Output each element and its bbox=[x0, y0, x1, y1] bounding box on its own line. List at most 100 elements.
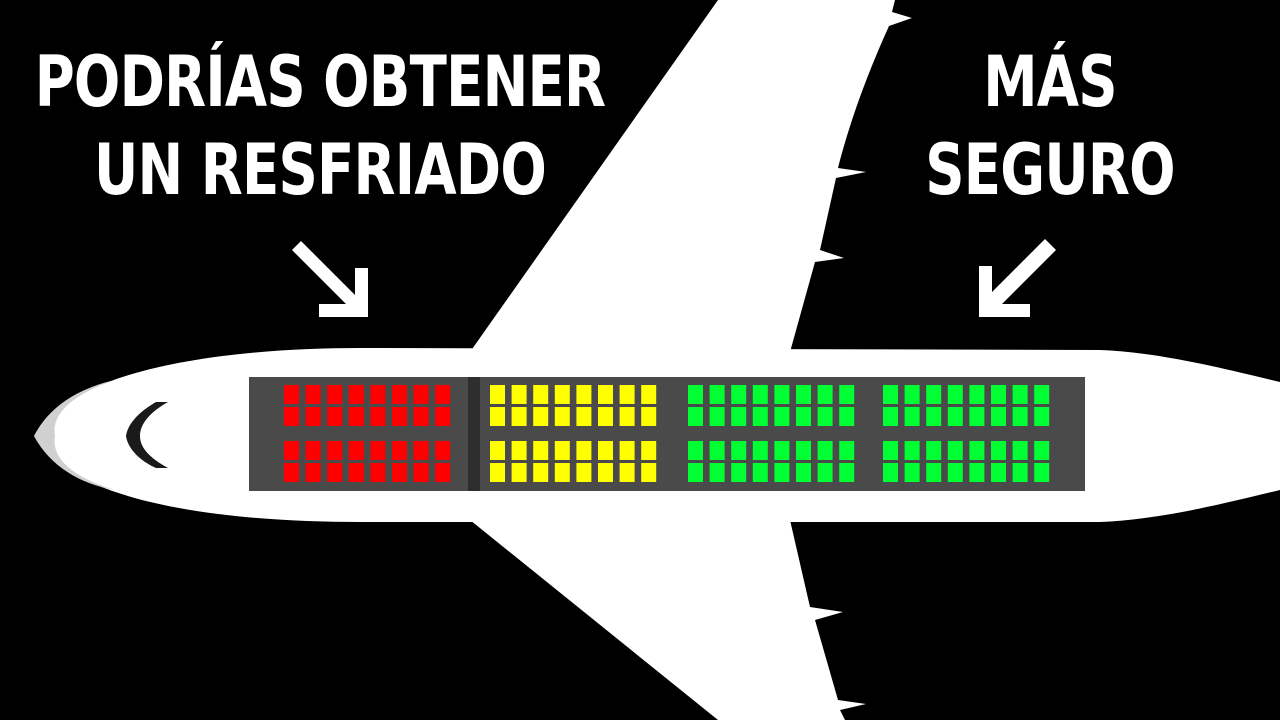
seat bbox=[774, 407, 790, 426]
seat bbox=[991, 385, 1006, 404]
seat bbox=[305, 463, 321, 482]
seat bbox=[641, 407, 657, 426]
seat bbox=[709, 463, 725, 482]
nose-shade bbox=[34, 380, 115, 490]
seat-map bbox=[284, 385, 1050, 482]
seat bbox=[752, 407, 768, 426]
seat bbox=[688, 407, 703, 426]
seat bbox=[392, 407, 407, 426]
seat bbox=[1034, 441, 1050, 460]
seat bbox=[839, 385, 855, 404]
seat bbox=[904, 407, 920, 426]
seat bbox=[796, 385, 811, 404]
seat bbox=[883, 407, 898, 426]
seat bbox=[413, 407, 429, 426]
seat bbox=[817, 385, 833, 404]
seat bbox=[641, 385, 657, 404]
seat bbox=[598, 385, 613, 404]
cockpit-window bbox=[126, 402, 168, 468]
seat-section-rear-1 bbox=[688, 385, 855, 482]
seat bbox=[490, 385, 505, 404]
seat bbox=[1034, 463, 1050, 482]
seat bbox=[348, 407, 364, 426]
seat bbox=[533, 407, 549, 426]
seat bbox=[796, 407, 811, 426]
seat bbox=[370, 463, 386, 482]
seat bbox=[327, 463, 343, 482]
seat bbox=[348, 441, 364, 460]
seat bbox=[904, 441, 920, 460]
seat bbox=[796, 441, 811, 460]
seat bbox=[1012, 407, 1028, 426]
seat bbox=[511, 441, 527, 460]
seat bbox=[969, 385, 985, 404]
seat bbox=[1012, 385, 1028, 404]
seat bbox=[554, 441, 570, 460]
cabin-divider bbox=[468, 377, 480, 491]
seat bbox=[511, 407, 527, 426]
seat bbox=[688, 441, 703, 460]
seat bbox=[947, 407, 963, 426]
seat-section-rear-2 bbox=[883, 385, 1050, 482]
seat bbox=[926, 463, 942, 482]
seat bbox=[554, 463, 570, 482]
seat bbox=[413, 463, 429, 482]
seat bbox=[641, 441, 657, 460]
seat bbox=[533, 441, 549, 460]
seat bbox=[709, 385, 725, 404]
seat bbox=[370, 407, 386, 426]
seat bbox=[969, 441, 985, 460]
seat bbox=[926, 441, 942, 460]
seat bbox=[435, 385, 451, 404]
seat bbox=[619, 385, 635, 404]
upper-wing bbox=[470, 0, 912, 352]
seat bbox=[709, 441, 725, 460]
seat-section-front bbox=[284, 385, 451, 482]
seat bbox=[511, 385, 527, 404]
seat bbox=[370, 441, 386, 460]
seat bbox=[839, 407, 855, 426]
seat bbox=[817, 463, 833, 482]
seat bbox=[598, 441, 613, 460]
seat bbox=[752, 441, 768, 460]
seat bbox=[883, 441, 898, 460]
seat bbox=[305, 441, 321, 460]
seat bbox=[731, 385, 747, 404]
seat bbox=[619, 463, 635, 482]
seat bbox=[392, 463, 407, 482]
seat bbox=[284, 407, 299, 426]
seat bbox=[370, 385, 386, 404]
seat bbox=[688, 385, 703, 404]
seat bbox=[883, 385, 898, 404]
seat bbox=[991, 441, 1006, 460]
seat bbox=[413, 441, 429, 460]
seat bbox=[926, 385, 942, 404]
seat bbox=[817, 407, 833, 426]
seat bbox=[817, 441, 833, 460]
seat bbox=[731, 407, 747, 426]
seat bbox=[839, 463, 855, 482]
arrow-down-left-icon bbox=[979, 239, 1056, 317]
seat bbox=[1012, 463, 1028, 482]
seat bbox=[969, 407, 985, 426]
seat bbox=[641, 463, 657, 482]
seat bbox=[576, 385, 592, 404]
seat bbox=[554, 407, 570, 426]
seat bbox=[991, 407, 1006, 426]
seat bbox=[435, 441, 451, 460]
seat bbox=[533, 463, 549, 482]
seat bbox=[1034, 407, 1050, 426]
seat bbox=[752, 385, 768, 404]
seat bbox=[284, 441, 299, 460]
seat bbox=[511, 463, 527, 482]
label-cold-risk: PODRÍAS OBTENER UN RESFRIADO bbox=[24, 38, 617, 214]
seat bbox=[947, 463, 963, 482]
seat bbox=[619, 407, 635, 426]
seat bbox=[435, 463, 451, 482]
seat bbox=[709, 407, 725, 426]
seat bbox=[904, 385, 920, 404]
seat bbox=[413, 385, 429, 404]
seat bbox=[327, 385, 343, 404]
